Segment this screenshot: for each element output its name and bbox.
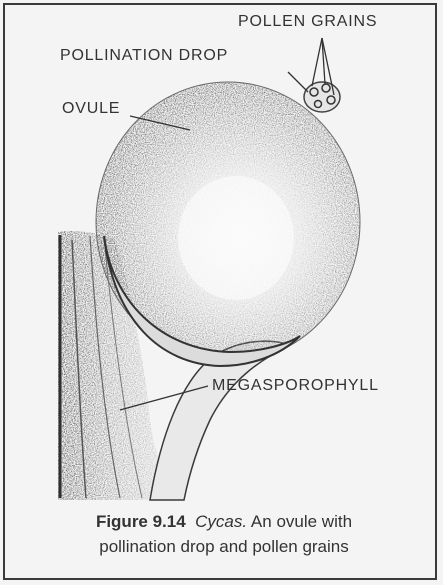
pollination-drop-label: POLLINATION DROP [60, 47, 228, 65]
ovule-shape [96, 82, 360, 366]
pollen-grains-label: POLLEN GRAINS [238, 13, 377, 31]
pollen-leader-1 [312, 38, 322, 86]
megasporophyll-label: MEGASPOROPHYLL [212, 377, 379, 395]
ovule-label: OVULE [62, 100, 120, 118]
figure-caption: Figure 9.14 Cycas. An ovule with pollina… [24, 509, 424, 559]
caption-line-1: Figure 9.14 Cycas. An ovule with [24, 509, 424, 534]
caption-line-2: pollination drop and pollen grains [24, 534, 424, 559]
figure-number: Figure 9.14 [96, 512, 186, 531]
caption-line-1-rest: An ovule with [251, 512, 352, 531]
genus-name: Cycas. [195, 512, 247, 531]
drop-leader [288, 72, 308, 92]
